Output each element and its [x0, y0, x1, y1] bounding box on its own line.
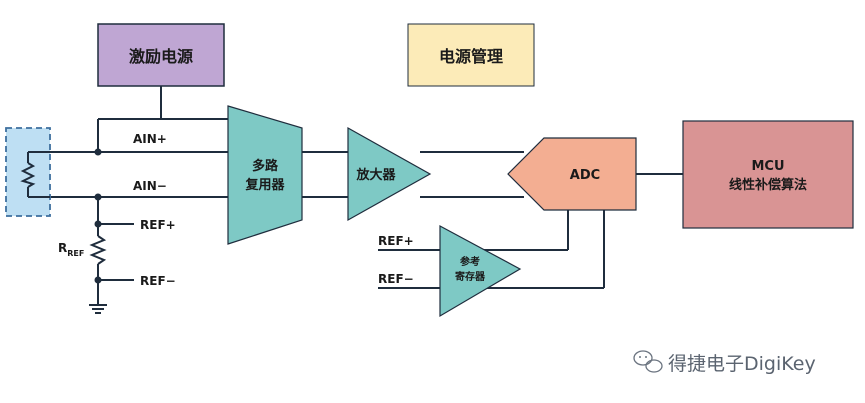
reference-buffer-block: 参考 寄存器 — [439, 224, 522, 318]
rref-label: RREF — [58, 241, 84, 258]
ref-plus-buffer-label: REF+ — [378, 234, 414, 248]
power-management-label: 电源管理 — [439, 47, 503, 66]
wechat-icon — [633, 350, 663, 373]
mcu-label-line2: 线性补偿算法 — [729, 177, 807, 193]
ref-minus-left-label: REF− — [140, 274, 176, 288]
adc-block: ADC — [507, 137, 637, 211]
watermark-text: 得捷电子DigiKey — [668, 353, 816, 375]
rtd-sensor — [5, 127, 51, 217]
amplifier-label: 放大器 — [355, 167, 396, 183]
rref-main-label: R — [58, 241, 67, 255]
junction-dots — [94, 148, 102, 284]
rref-sub-label: REF — [67, 249, 84, 258]
mux-label-line1: 多路 — [252, 158, 279, 174]
ref-buffer-label-line1: 参考 — [460, 255, 480, 268]
svg-text:RREF: RREF — [58, 241, 84, 258]
watermark: 得捷电子DigiKey — [633, 350, 816, 375]
amplifier-block: 放大器 — [347, 126, 432, 222]
excitation-source-block: 激励电源 — [97, 23, 225, 87]
mcu-block: MCU 线性补偿算法 — [682, 120, 854, 229]
power-management-block: 电源管理 — [407, 23, 535, 87]
multiplexer-block: 多路 复用器 — [227, 105, 303, 245]
ref-buffer-label-line2: 寄存器 — [455, 270, 486, 283]
wiring — [27, 86, 683, 314]
ain-minus-label: AIN− — [133, 179, 167, 193]
excitation-source-label: 激励电源 — [129, 47, 193, 66]
ain-plus-label: AIN+ — [133, 132, 167, 146]
ref-plus-left-label: REF+ — [140, 218, 176, 232]
mux-label-line2: 复用器 — [244, 177, 285, 193]
mcu-label-line1: MCU — [751, 159, 784, 174]
adc-label: ADC — [570, 168, 600, 183]
ref-minus-buffer-label: REF− — [378, 272, 414, 286]
